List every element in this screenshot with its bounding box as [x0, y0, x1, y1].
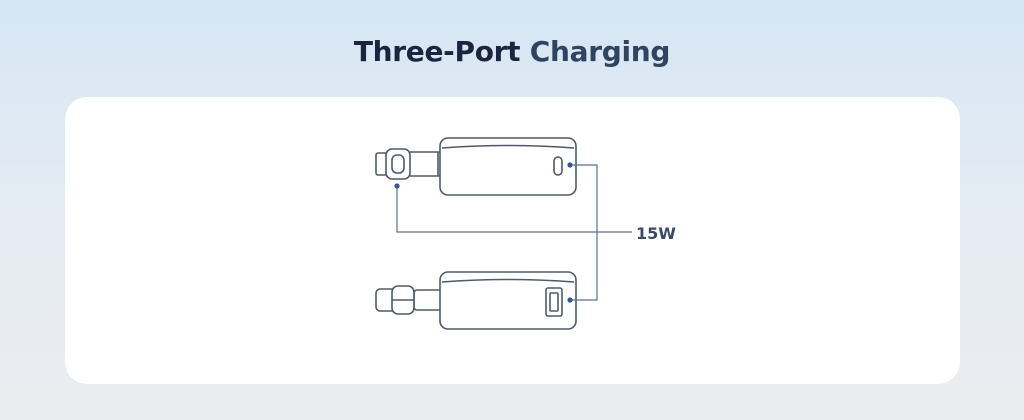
usb-a-port-icon	[545, 287, 563, 317]
output-wattage-label: 15W	[636, 224, 676, 243]
top-charger	[375, 137, 577, 196]
top-usb-c-plug	[375, 148, 411, 180]
ports-bracket-line	[570, 164, 598, 301]
top-cable-strap	[407, 151, 443, 177]
usb-a-port-dot	[567, 297, 573, 303]
top-plug-dot	[394, 183, 400, 189]
usb-c-port-icon	[553, 156, 563, 176]
usb-c-port-dot	[567, 162, 573, 168]
bottom-charger	[375, 271, 577, 330]
top-charger-body	[439, 137, 577, 196]
bottom-usb-c-plug	[375, 285, 415, 315]
bottom-cable-strap	[413, 289, 443, 311]
title-part-1: Three-Port	[353, 35, 521, 68]
page-title: Three-Port Charging	[0, 30, 1024, 74]
top-plug-leader-line	[396, 186, 632, 233]
title-part-2: Charging	[529, 35, 671, 68]
connector-lines	[396, 164, 632, 301]
